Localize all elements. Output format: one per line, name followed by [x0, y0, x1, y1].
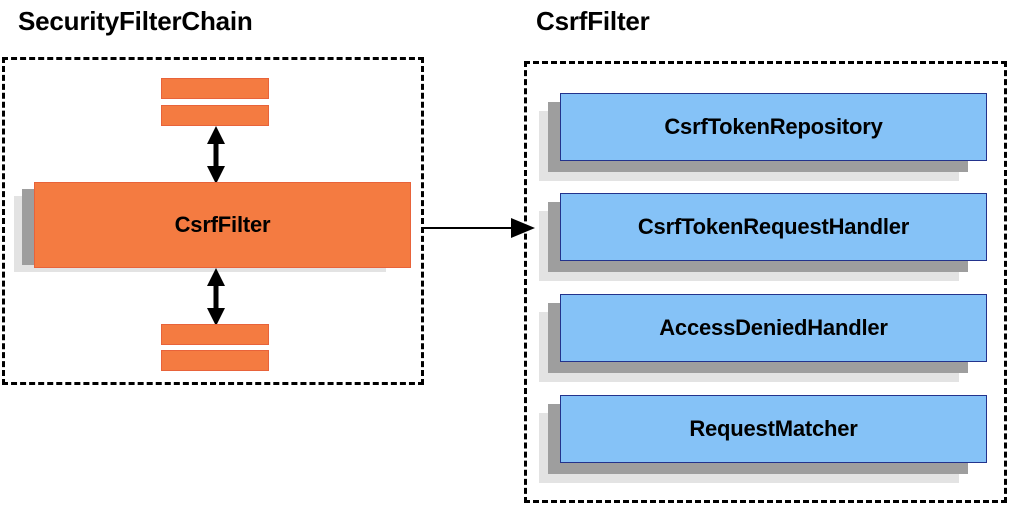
collaborator-label-3: AccessDeniedHandler: [659, 315, 888, 340]
collaborator-box-requestmatcher[interactable]: RequestMatcher: [560, 395, 987, 463]
filter-bar-bottom-1: [161, 324, 269, 345]
security-filter-chain-container: [2, 57, 424, 385]
filter-bar-top-1: [161, 78, 269, 99]
collaborator-block-4: RequestMatcher: [539, 395, 999, 487]
csrffilter-block: CsrfFilter: [14, 182, 414, 292]
collaborator-label-4: RequestMatcher: [689, 416, 858, 441]
collaborator-block-2: CsrfTokenRequestHandler: [539, 193, 999, 285]
filter-bar-bottom-2: [161, 350, 269, 371]
collaborator-box-csrftokenrequesthandler[interactable]: CsrfTokenRequestHandler: [560, 193, 987, 261]
collaborator-block-1: CsrfTokenRepository: [539, 93, 999, 185]
collaborator-label-1: CsrfTokenRepository: [664, 114, 883, 139]
csrffilter-box-label: CsrfFilter: [174, 212, 271, 237]
csrffilter-collaborators-container: [524, 61, 1007, 503]
csrffilter-box[interactable]: CsrfFilter: [34, 182, 411, 268]
double-arrow-above-csrffilter: [207, 126, 225, 184]
double-arrow-below-csrffilter: [207, 268, 225, 326]
filter-bar-top-2: [161, 105, 269, 126]
csrffilter-expansion-arrow: [423, 218, 535, 238]
collaborator-label-2: CsrfTokenRequestHandler: [637, 214, 910, 239]
collaborator-box-csrftokenrepository[interactable]: CsrfTokenRepository: [560, 93, 987, 161]
left-panel-title: SecurityFilterChain: [18, 6, 253, 36]
collaborator-block-3: AccessDeniedHandler: [539, 294, 999, 386]
collaborator-box-accessdeniedhandler[interactable]: AccessDeniedHandler: [560, 294, 987, 362]
right-panel-title: CsrfFilter: [536, 6, 650, 36]
